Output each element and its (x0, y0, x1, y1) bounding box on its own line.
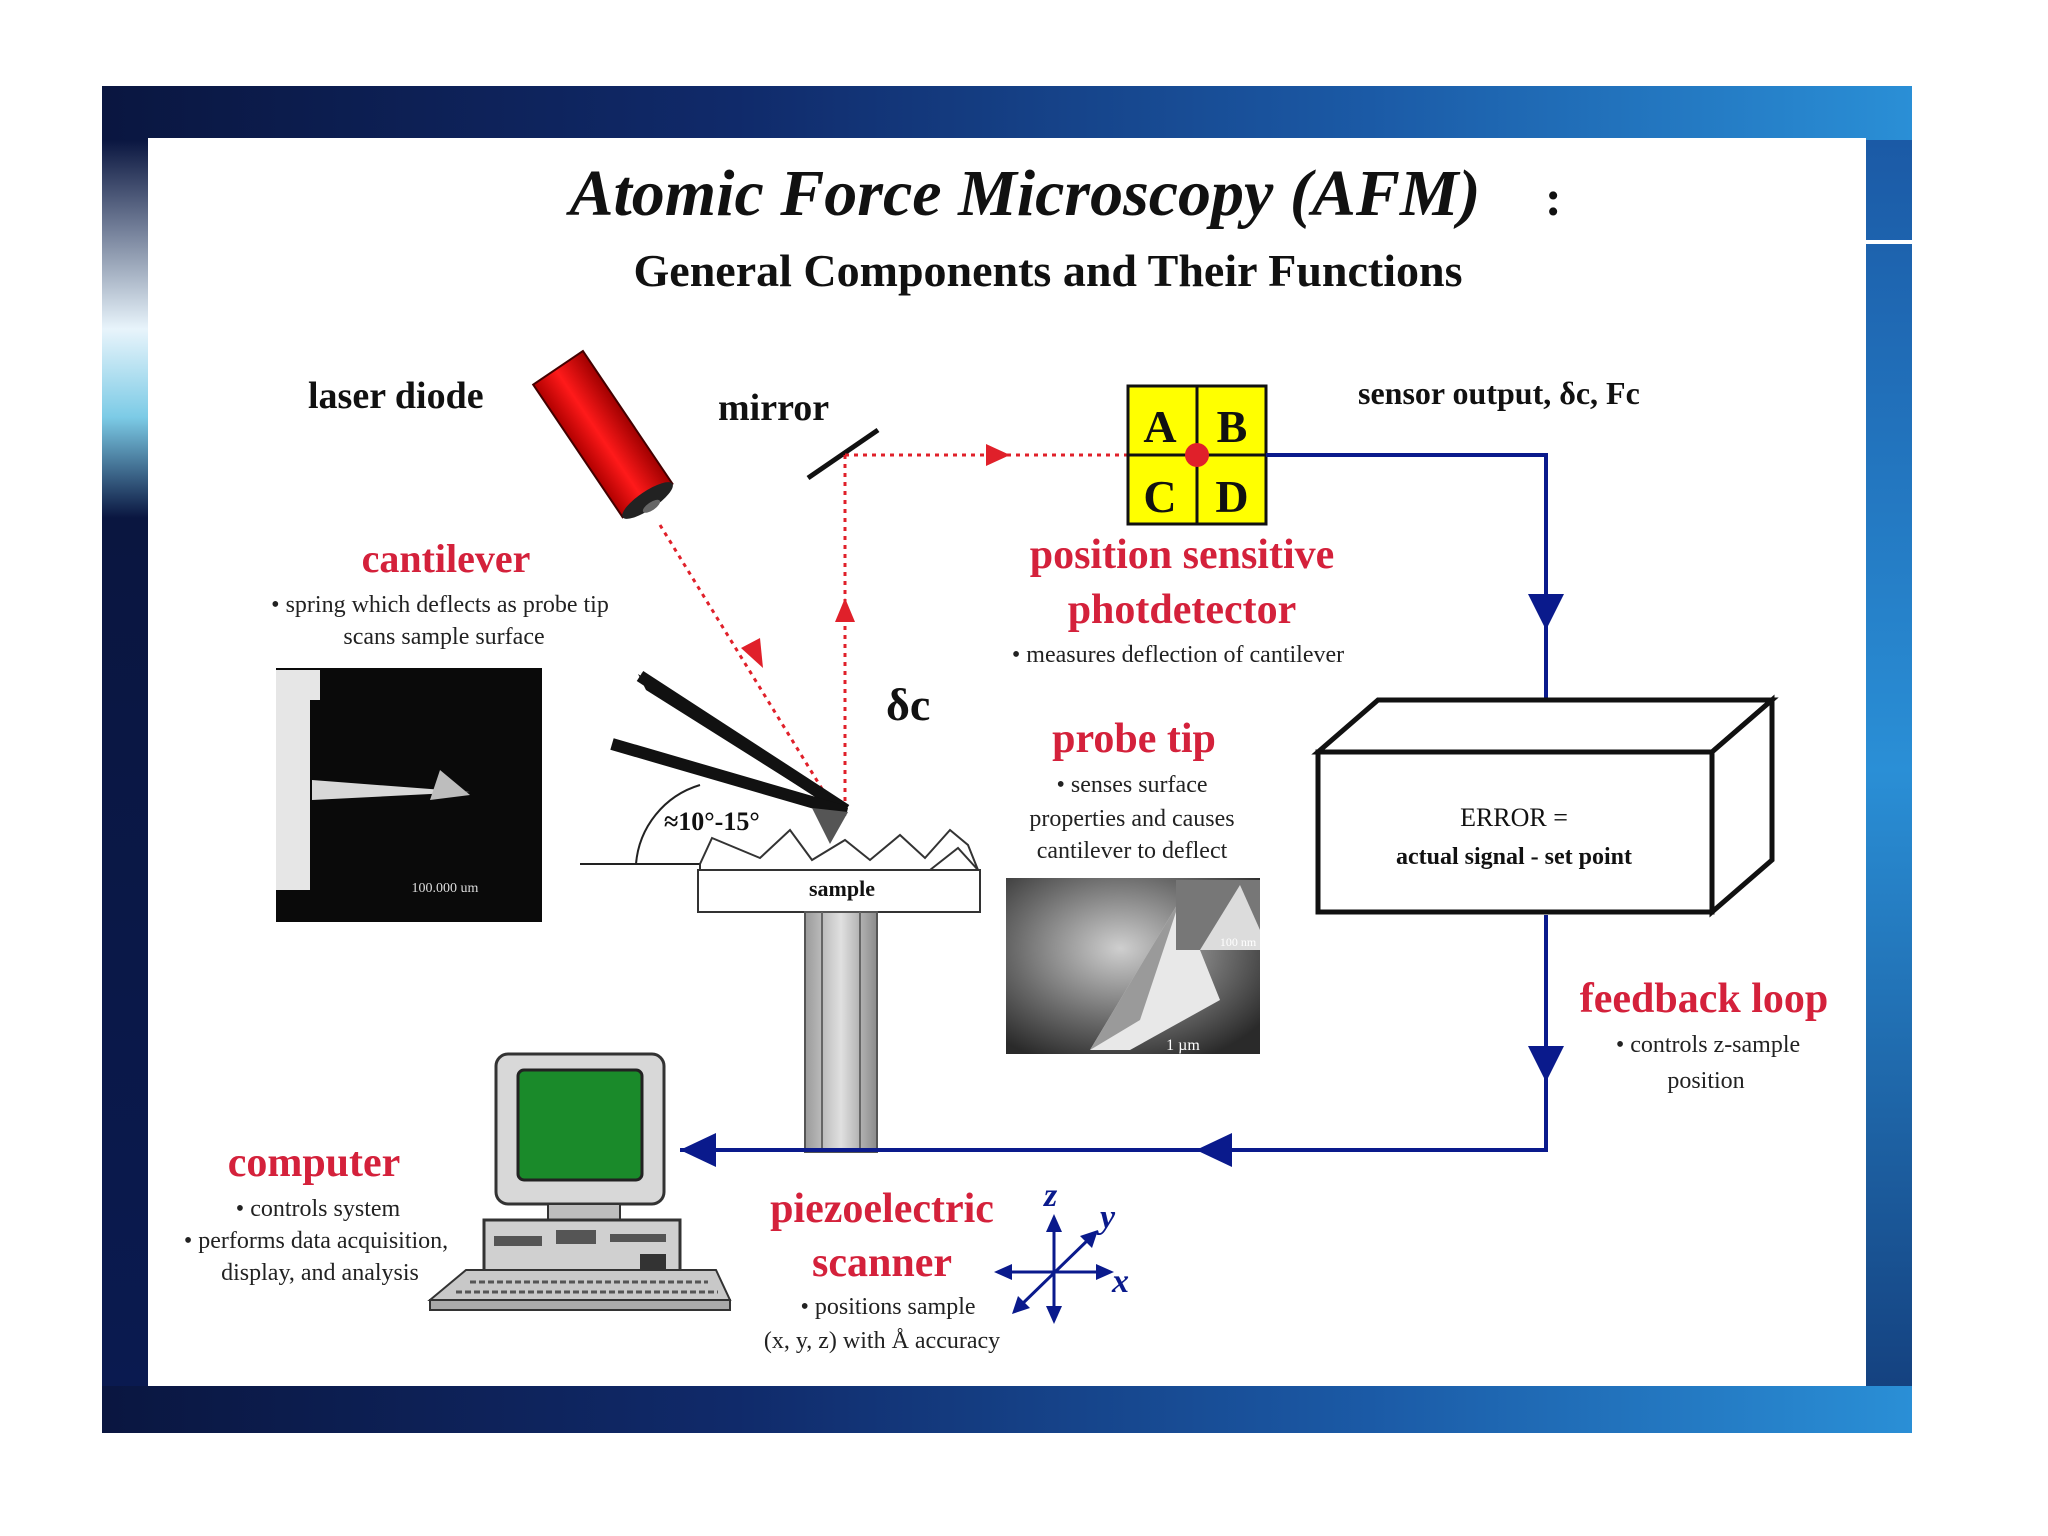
quadrant-b: B (1217, 401, 1248, 452)
xyz-axes (1000, 1222, 1108, 1318)
probe-tip-sem-image: 100 nm 1 µm (1006, 878, 1260, 1054)
scanner-name-line1: piezoelectric (770, 1186, 994, 1232)
probe-tip-desc-line1: • senses surface (1056, 772, 1207, 798)
feedback-loop-text: feedback loop • controls z-sample positi… (1580, 976, 1829, 1094)
cantilever-sem-image: 100.000 um (276, 668, 542, 922)
slide-title: Atomic Force Microscopy (AFM) (565, 157, 1480, 230)
photodetector-name-line2: photdetector (1068, 587, 1297, 633)
scanner-name-line2: scanner (812, 1240, 952, 1286)
error-box: ERROR = actual signal - set point (1311, 694, 1779, 918)
deflection-label: δc (886, 679, 930, 730)
error-box-line1: ERROR = (1460, 803, 1568, 832)
piezo-column (804, 911, 878, 1153)
computer-text: computer • controls system • performs da… (184, 1140, 448, 1286)
scanner-desc-line2: (x, y, z) with Å accuracy (764, 1328, 1000, 1354)
quadrant-d: D (1215, 471, 1248, 522)
feedback-loop-lines (680, 453, 1548, 1152)
computer-desc-line3: display, and analysis (221, 1260, 419, 1286)
sensor-output-label: sensor output, δc, Fc (1358, 375, 1640, 411)
sample: sample (697, 828, 981, 913)
photodetector-name-line1: position sensitive (1030, 532, 1335, 578)
computer-illustration (427, 1052, 732, 1311)
computer-name: computer (228, 1140, 401, 1186)
feedback-loop-desc-line1: • controls z-sample (1616, 1032, 1800, 1058)
laser-spot (1185, 443, 1209, 467)
cantilever-desc-line1: • spring which deflects as probe tip (271, 592, 609, 618)
cantilever-angle-label: ≈10°-15° (664, 807, 760, 836)
cantilever-assembly: ≈10°-15° δc (580, 670, 930, 865)
axis-x-label: x (1111, 1263, 1129, 1300)
scanner-desc-line1: • positions sample (800, 1294, 975, 1320)
xyz-axis-arrowheads (994, 1214, 1114, 1324)
axis-y-label: y (1096, 1199, 1116, 1236)
cantilever-name: cantilever (362, 536, 531, 581)
mirror-label: mirror (718, 387, 829, 429)
quadrant-a: A (1143, 401, 1176, 452)
photodetector-text: position sensitive photdetector • measur… (1012, 532, 1344, 668)
laser-diode-label: laser diode (308, 375, 484, 417)
error-box-line2: actual signal - set point (1396, 844, 1632, 870)
probe-tip-desc-line3: cantilever to deflect (1037, 838, 1228, 864)
beam-arrowheads (741, 444, 1010, 668)
mirror: mirror (718, 387, 880, 481)
slide-title-colon: : (1545, 170, 1562, 226)
laser-diode: laser diode (308, 349, 674, 519)
feedback-arrowheads (680, 594, 1564, 1167)
sample-label: sample (809, 876, 875, 901)
computer-desc-line1: • controls system (236, 1196, 401, 1222)
axis-z-label: z (1043, 1177, 1058, 1214)
probe-tip-name: probe tip (1052, 716, 1216, 762)
laser-beam-path (658, 453, 1200, 811)
quadrant-c: C (1143, 471, 1176, 522)
cantilever-scalebar: 100.000 um (412, 881, 479, 896)
cantilever-desc-line2: scans sample surface (343, 624, 544, 650)
cantilever-text: cantilever • spring which deflects as pr… (271, 536, 609, 650)
probe-tip-small-scalebar: 100 nm (1220, 935, 1257, 949)
feedback-loop-desc-line2: position (1667, 1068, 1744, 1094)
probe-tip-scalebar: 1 µm (1166, 1037, 1200, 1054)
slide-title-group: Atomic Force Microscopy (AFM) : General … (565, 157, 1561, 296)
slide-subtitle: General Components and Their Functions (634, 245, 1463, 296)
probe-tip-desc-line2: properties and causes (1029, 806, 1234, 832)
computer-desc-line2: • performs data acquisition, (184, 1228, 448, 1254)
feedback-loop-name: feedback loop (1580, 976, 1829, 1022)
scanner-text: piezoelectric scanner • positions sample… (764, 1186, 1000, 1354)
photodetector-desc: • measures deflection of cantilever (1012, 642, 1344, 668)
probe-tip-text: probe tip • senses surface properties an… (1029, 716, 1234, 864)
photodetector: A B C D (1126, 384, 1268, 526)
